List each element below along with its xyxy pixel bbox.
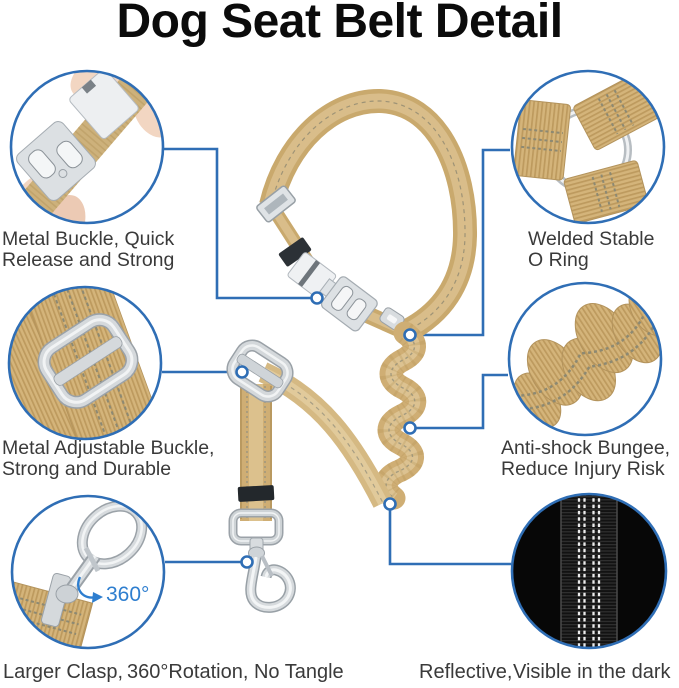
rubber-band-top xyxy=(278,237,312,267)
snap-clasp xyxy=(228,508,296,613)
clasp-latch xyxy=(83,546,101,573)
rotation-badge: 360° xyxy=(106,583,150,606)
side-release-buckle xyxy=(287,252,378,332)
connector-lines xyxy=(162,147,511,566)
webbing-wrap-bottom xyxy=(563,160,649,223)
reflective-strap xyxy=(561,494,617,648)
swivel-knob xyxy=(55,584,79,604)
page-title: Dog Seat Belt Detail xyxy=(116,0,563,48)
marker-dots xyxy=(235,291,417,569)
label-adjustable-buckle: Metal Adjustable Buckle, Strong and Dura… xyxy=(2,437,215,480)
label-rotation: 360°Rotation, No Tangle xyxy=(127,661,344,683)
bungee-section xyxy=(374,321,427,510)
collar-slider xyxy=(256,185,296,223)
rubber-band-bottom xyxy=(237,485,275,502)
callout-photo-o-ring xyxy=(510,69,666,225)
webbing-wrap-left xyxy=(513,99,571,181)
label-metal-buckle: Metal Buckle, Quick Release and Strong xyxy=(2,228,175,271)
label-larger-clasp: Larger Clasp, xyxy=(3,661,124,683)
buckle-male-plate xyxy=(69,71,139,139)
label-o-ring: Welded Stable O Ring xyxy=(528,228,655,271)
product-photo xyxy=(226,88,478,613)
callout-photo-reflective xyxy=(510,492,668,650)
callout-photo-adjustable-buckle xyxy=(7,285,163,441)
adjustable-slider xyxy=(226,339,294,403)
label-bungee: Anti-shock Bungee, Reduce Injury Risk xyxy=(501,437,671,480)
callout-photo-bungee xyxy=(507,281,663,437)
label-visible-dark: Visible in the dark xyxy=(513,661,671,683)
callout-photo-metal-buckle xyxy=(9,69,165,225)
label-reflective: Reflective, xyxy=(419,661,513,683)
buckle-female-body xyxy=(16,121,96,201)
slider-buckle xyxy=(37,313,139,409)
callout-photo-clasp xyxy=(10,494,166,650)
